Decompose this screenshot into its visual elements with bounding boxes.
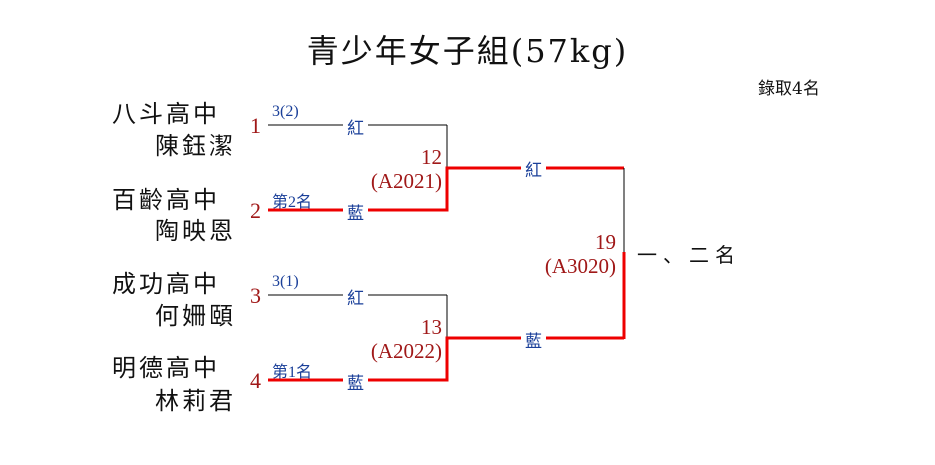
competitor-3-school: 成功高中 bbox=[112, 270, 220, 298]
bracket-line-seed2-win bbox=[268, 166, 624, 212]
competitor-1-seed: 1 bbox=[250, 113, 261, 138]
page-title: 青少年女子組(57kg) bbox=[306, 32, 629, 70]
competitor-2-note: 第2名 bbox=[272, 194, 313, 211]
competitor-2-name: 陶映恩 bbox=[155, 217, 236, 245]
final-result-label: 一、二名 bbox=[637, 243, 741, 267]
match-12-label: 12 (A2021) bbox=[346, 145, 442, 193]
competitor-1-school: 八斗高中 bbox=[112, 100, 220, 128]
competitor-2-corner: 藍 bbox=[343, 199, 368, 224]
match-13-label: 13 (A2022) bbox=[346, 315, 442, 363]
competitor-4-seed: 4 bbox=[250, 368, 261, 393]
match-19-code: (A3020) bbox=[544, 254, 616, 278]
competitor-1-name: 陳鈺潔 bbox=[155, 132, 236, 160]
competitor-2-seed: 2 bbox=[250, 198, 261, 223]
competitor-2-school: 百齡高中 bbox=[112, 186, 220, 214]
match-13-code: (A2022) bbox=[370, 339, 442, 363]
match-19-number: 19 bbox=[595, 230, 616, 254]
match-13-number: 13 bbox=[421, 315, 442, 339]
final-corner-bottom: 藍 bbox=[521, 327, 546, 352]
competitor-4-school: 明德高中 bbox=[112, 354, 220, 382]
competitor-3-seed: 3 bbox=[250, 283, 261, 308]
match-19-label: 19 (A3020) bbox=[520, 230, 616, 278]
competitor-1-corner: 紅 bbox=[343, 114, 368, 139]
competitor-4-corner: 藍 bbox=[343, 369, 368, 394]
quota-label: 錄取4名 bbox=[758, 79, 820, 99]
competitor-1-note: 3(2) bbox=[272, 103, 299, 120]
competitor-3-note: 3(1) bbox=[272, 273, 299, 290]
bracket-line-seed4-win bbox=[268, 336, 624, 382]
final-corner-top: 紅 bbox=[521, 156, 546, 181]
match-12-code: (A2021) bbox=[370, 169, 442, 193]
match-12-number: 12 bbox=[421, 145, 442, 169]
competitor-3-name: 何姍頤 bbox=[155, 302, 236, 330]
competitor-4-name: 林莉君 bbox=[155, 387, 236, 415]
competitor-3-corner: 紅 bbox=[343, 284, 368, 309]
competitor-4-note: 第1名 bbox=[272, 364, 313, 381]
